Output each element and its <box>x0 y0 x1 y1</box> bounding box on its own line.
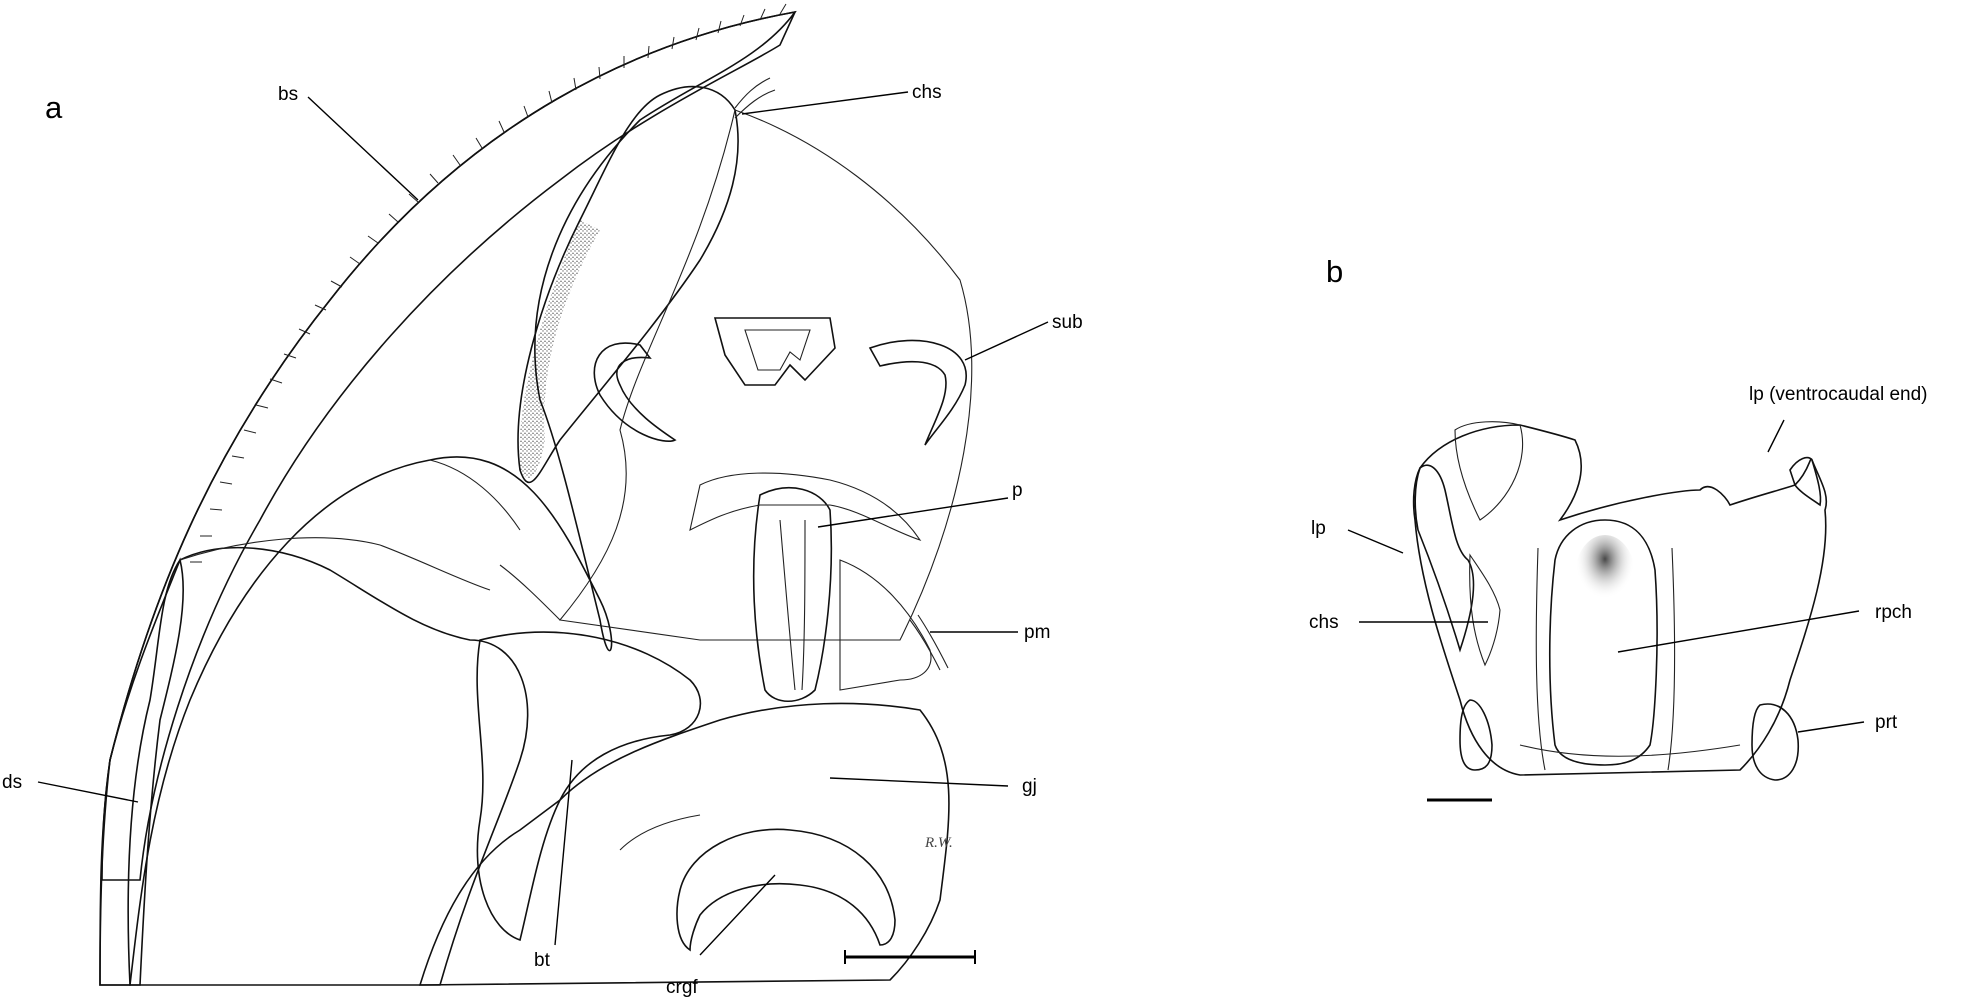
panel-b-chs <box>1469 553 1501 667</box>
phallosome <box>752 487 833 702</box>
chs-lobe-a <box>517 85 739 484</box>
panel-b-drawing <box>1412 421 1828 781</box>
label-chs-a: chs <box>912 82 942 103</box>
panel-a-drawing <box>99 3 973 986</box>
central-membrane <box>558 109 973 641</box>
panel-b-prt-left <box>1459 699 1493 771</box>
label-chs-b: chs <box>1309 612 1339 633</box>
label-p: p <box>1012 480 1023 501</box>
parameres <box>839 559 932 691</box>
label-crgf: crgf <box>666 977 698 998</box>
label-pm: pm <box>1024 622 1050 643</box>
label-ds: ds <box>2 772 22 793</box>
label-rpch: rpch <box>1875 602 1912 623</box>
basistylus-shape <box>99 10 797 986</box>
label-lp-ventrocaudal: lp (ventrocaudal end) <box>1749 384 1928 405</box>
subbasal-plate <box>713 317 836 386</box>
leaders-b <box>1347 419 1865 733</box>
panel-b-lp-lobe <box>1414 464 1475 653</box>
chs-lobe-shade <box>519 220 600 479</box>
artist-signature: R.W. <box>924 835 953 851</box>
dorsal-side-lobe <box>127 546 529 986</box>
basistylus-rim <box>101 10 797 881</box>
gonocoxal-junction <box>418 702 950 986</box>
label-bs: bs <box>278 84 298 105</box>
panel-label-a: a <box>45 90 63 125</box>
label-prt: prt <box>1875 712 1898 733</box>
panel-label-b: b <box>1326 254 1343 289</box>
sub-hook-right <box>868 339 967 446</box>
sub-hook-left <box>593 342 677 442</box>
leaders-a <box>37 91 1049 956</box>
crgf-cavity <box>676 828 896 952</box>
label-lp: lp <box>1311 518 1326 539</box>
panel-b-prt-right <box>1751 703 1800 781</box>
label-sub: sub <box>1052 312 1083 333</box>
panel-b-rpch <box>1548 519 1658 766</box>
label-bt: bt <box>534 950 551 971</box>
rim-bristles <box>190 3 787 563</box>
label-gj: gj <box>1022 776 1037 797</box>
chs-setae <box>734 77 776 119</box>
